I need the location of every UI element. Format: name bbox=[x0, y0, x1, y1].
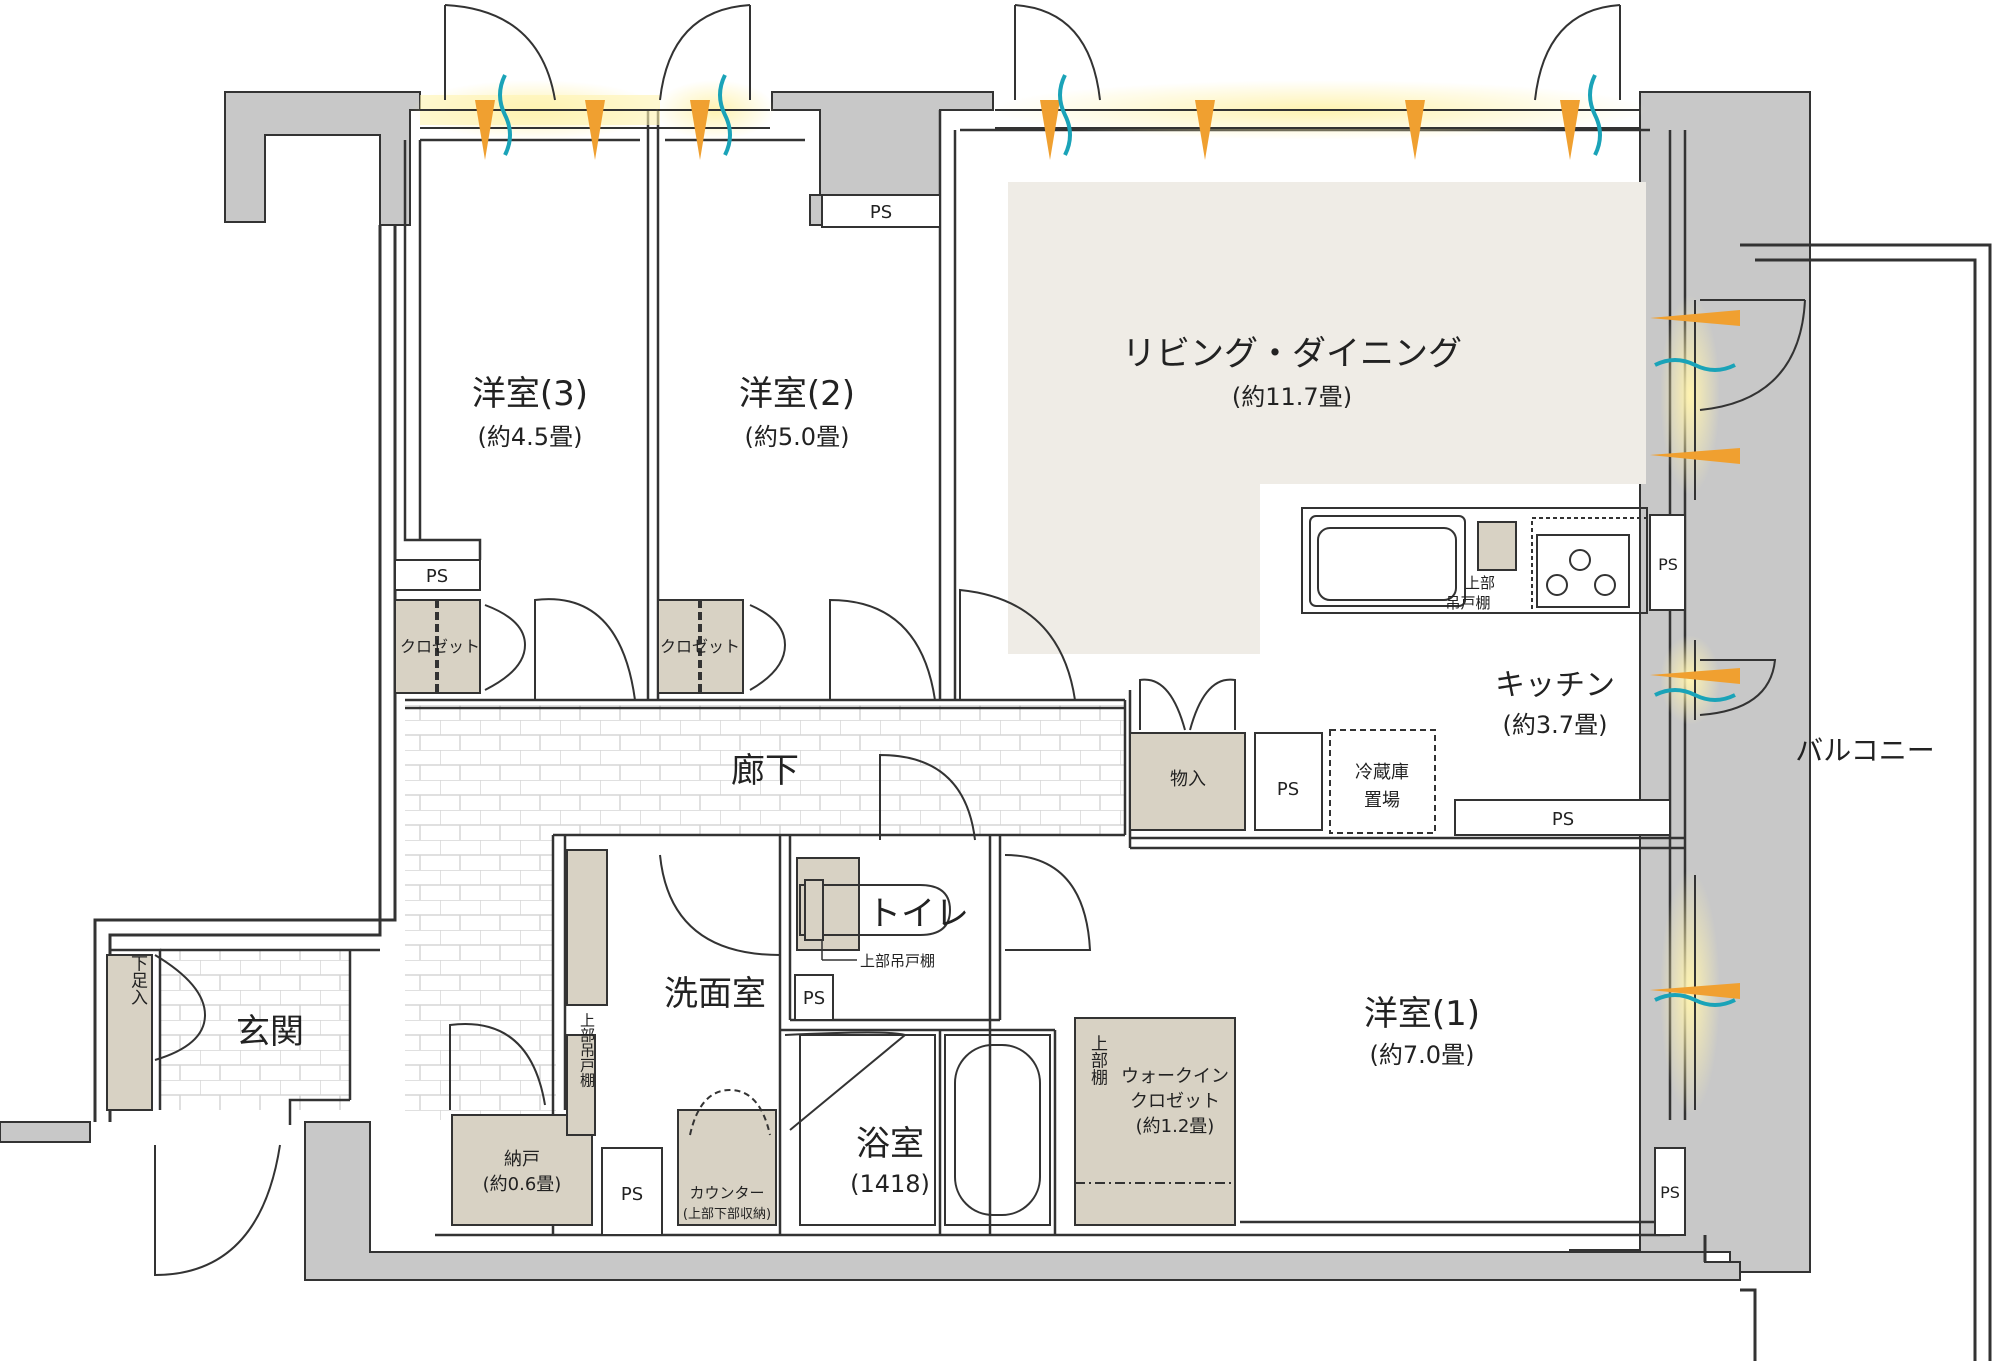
window-top-room3 bbox=[410, 4, 660, 160]
living-name: リビング・ダイニング bbox=[1122, 334, 1462, 374]
fridge-area bbox=[1329, 729, 1436, 834]
window-right-living bbox=[1650, 295, 1806, 500]
toilet-shelf-label: 上部吊戸棚 bbox=[860, 952, 935, 970]
living-floor bbox=[1008, 182, 1646, 484]
room1-size: (約7.0畳) bbox=[1370, 1041, 1475, 1069]
room2-closet-label: クロゼット bbox=[660, 637, 740, 656]
ps-label-storage: PS bbox=[1277, 779, 1299, 800]
room2-name: 洋室(2) bbox=[739, 374, 855, 414]
corridor-name: 廊下 bbox=[731, 751, 799, 791]
bath-size: (1418) bbox=[850, 1170, 930, 1198]
shoe-box-label-group: 下足入 bbox=[127, 955, 148, 1006]
doors bbox=[154, 588, 1236, 1277]
wash-shelf-label: 上部吊戸棚 bbox=[578, 1013, 596, 1088]
room3-name: 洋室(3) bbox=[472, 374, 588, 414]
wic-size: (約1.2畳) bbox=[1136, 1116, 1215, 1137]
storage-label: 物入 bbox=[1170, 769, 1206, 790]
entrance-floor bbox=[160, 950, 350, 1110]
window-right-room1 bbox=[1650, 870, 1740, 1115]
wash-shelf-label-group: 上部吊戸棚 bbox=[578, 1013, 596, 1088]
wic-line2: クロゼット bbox=[1130, 1091, 1220, 1112]
room3-size: (約4.5畳) bbox=[478, 423, 583, 451]
room1-name: 洋室(1) bbox=[1364, 994, 1480, 1034]
storage-areas bbox=[106, 521, 1517, 1226]
ps-label-top: PS bbox=[870, 202, 892, 223]
wic-shelf-label-group: 上部棚 bbox=[1087, 1034, 1108, 1086]
ps-label-room3: PS bbox=[426, 566, 448, 587]
ps-label-kitchen: PS bbox=[1658, 555, 1678, 574]
toilet-fixture bbox=[799, 879, 952, 941]
ps-label-room1: PS bbox=[1660, 1183, 1680, 1202]
storeroom-name: 納戸 bbox=[504, 1149, 540, 1170]
storeroom-size: (約0.6畳) bbox=[483, 1174, 562, 1195]
counter-line1: カウンター bbox=[689, 1184, 764, 1202]
kitchen-shelf-line2: 吊戸棚 bbox=[1445, 594, 1490, 612]
ps-label-counter: PS bbox=[1552, 809, 1574, 830]
kitchen-name: キッチン bbox=[1495, 668, 1615, 703]
ps-boxes bbox=[394, 194, 1686, 1236]
fridge-line1: 冷蔵庫 bbox=[1355, 762, 1409, 783]
living-size: (約11.7畳) bbox=[1232, 383, 1352, 411]
kitchen-shelf-line1: 上部 bbox=[1465, 574, 1495, 592]
entrance-name: 玄関 bbox=[236, 1012, 304, 1052]
corridor-floor bbox=[405, 705, 1125, 835]
room2-size: (約5.0畳) bbox=[745, 423, 850, 451]
ps-label-washroom: PS bbox=[621, 1184, 643, 1205]
balcony-name: バルコニー bbox=[1795, 734, 1934, 767]
counter-line2: (上部下部収納) bbox=[683, 1207, 771, 1222]
hall-floor bbox=[405, 835, 553, 1120]
bath-name: 浴室 bbox=[856, 1124, 924, 1164]
kitchen-counter bbox=[1301, 507, 1648, 614]
window-top-living bbox=[990, 4, 1650, 160]
window-top-room2 bbox=[655, 4, 775, 160]
shoe-box-label: 下足入 bbox=[127, 955, 148, 1006]
fridge-line2: 置場 bbox=[1364, 790, 1400, 811]
toilet-name: トイレ bbox=[867, 894, 969, 934]
ps-label-toilet: PS bbox=[803, 988, 825, 1009]
wic-line1: ウォークイン bbox=[1121, 1066, 1229, 1087]
kitchen-size: (約3.7畳) bbox=[1503, 711, 1608, 739]
washroom-name: 洗面室 bbox=[664, 974, 766, 1014]
room3-closet-label: クロゼット bbox=[400, 637, 480, 656]
window-right-kitchen bbox=[1650, 635, 1777, 725]
bathtub bbox=[799, 1034, 1051, 1226]
hall-floor-lower bbox=[553, 1050, 556, 1120]
living-floor-lower bbox=[1008, 484, 1260, 654]
wic-shelf-label: 上部棚 bbox=[1087, 1034, 1108, 1086]
